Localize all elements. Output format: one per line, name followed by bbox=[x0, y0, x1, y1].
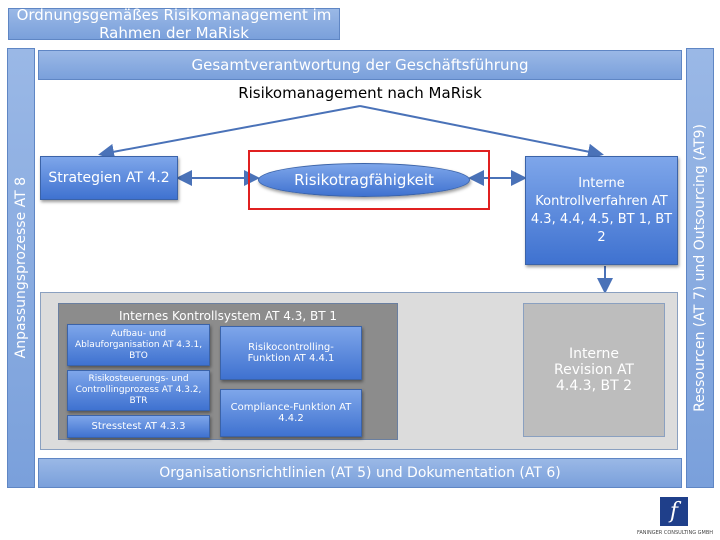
compliance-box: Compliance-Funktion AT 4.4.2 bbox=[220, 389, 362, 437]
strategien-box: Strategien AT 4.2 bbox=[40, 156, 178, 200]
heading: Risikomanagement nach MaRisk bbox=[238, 84, 482, 102]
risikotragfaehigkeit-ellipse: Risikotragfähigkeit bbox=[258, 163, 470, 197]
logo-icon: f bbox=[660, 497, 688, 526]
bottom-bar: Organisationsrichtlinien (AT 5) und Doku… bbox=[38, 458, 682, 488]
arrow-left bbox=[98, 105, 361, 160]
revision-box: Interne Revision AT 4.4.3, BT 2 bbox=[523, 303, 665, 437]
logo-text: FANINGER CONSULTING GMBH bbox=[636, 530, 714, 536]
highlight-frame bbox=[248, 150, 490, 210]
risikosteuerung-box: Risikosteuerungs- und Controllingprozess… bbox=[67, 370, 210, 411]
title-bar: Ordnungsgemäßes Risikomanagement im Rahm… bbox=[8, 6, 340, 42]
right-bar: Ressourcen (AT 7) und Outsourcing (AT9) bbox=[686, 48, 714, 488]
aufbau-box: Aufbau- und Ablauforganisation AT 4.3.1,… bbox=[67, 324, 210, 366]
risikocontrolling-box: Risikocontrolling-Funktion AT 4.4.1 bbox=[220, 326, 362, 380]
left-bar: Anpassungsprozesse AT 8 bbox=[7, 48, 35, 488]
arrow-right bbox=[359, 105, 604, 160]
top-bar: Gesamtverantwortung der Geschäftsführung bbox=[38, 50, 682, 80]
iks-title: Internes Kontrollsystem AT 4.3, BT 1 bbox=[119, 309, 337, 323]
stresstest-box: Stresstest AT 4.3.3 bbox=[67, 415, 210, 438]
kontrollverfahren-box: Interne Kontrollverfahren AT 4.3, 4.4, 4… bbox=[525, 156, 678, 265]
